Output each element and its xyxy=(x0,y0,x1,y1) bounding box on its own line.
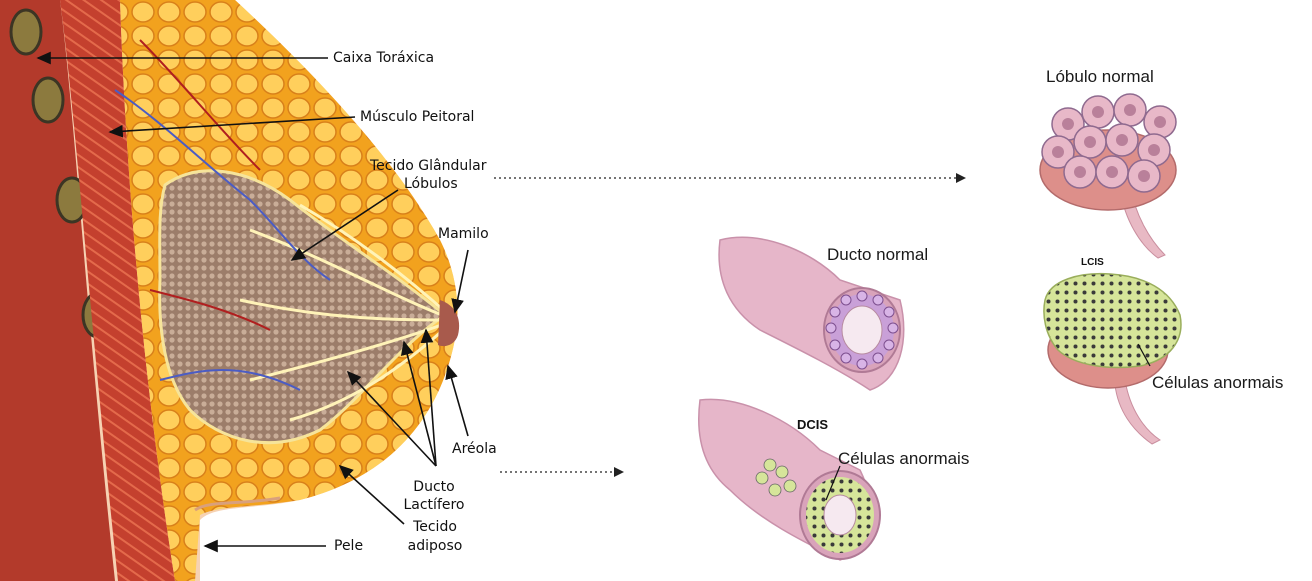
label-lobulo-normal: Lóbulo normal xyxy=(1046,67,1154,87)
label-ducto-normal: Ducto normal xyxy=(827,245,928,265)
lcis-abnormal-cell-mass xyxy=(1044,274,1181,368)
label-tecido-adiposo-line1: Tecido xyxy=(403,519,467,535)
label-mamilo: Mamilo xyxy=(438,226,489,242)
label-caixa-toracica: Caixa Toráxica xyxy=(333,50,434,66)
label-lcis-celulas-anormais: Células anormais xyxy=(1152,373,1283,393)
label-lobulos: Lóbulos xyxy=(404,176,458,192)
label-tecido-glandular: Tecido Glândular xyxy=(370,158,486,174)
label-lcis: LCIS xyxy=(1081,257,1104,268)
label-dcis: DCIS xyxy=(797,417,828,432)
label-ducto-lactifero-line2: Lactífero xyxy=(398,497,470,513)
label-dcis-celulas-anormais: Células anormais xyxy=(838,449,969,469)
label-tecido-adiposo-line2: adiposo xyxy=(403,538,467,554)
label-ducto-lactifero-line1: Ducto xyxy=(402,479,466,495)
label-areola: Aréola xyxy=(452,441,497,457)
label-musculo-peitoral: Músculo Peitoral xyxy=(360,109,474,125)
label-pele: Pele xyxy=(334,538,363,554)
